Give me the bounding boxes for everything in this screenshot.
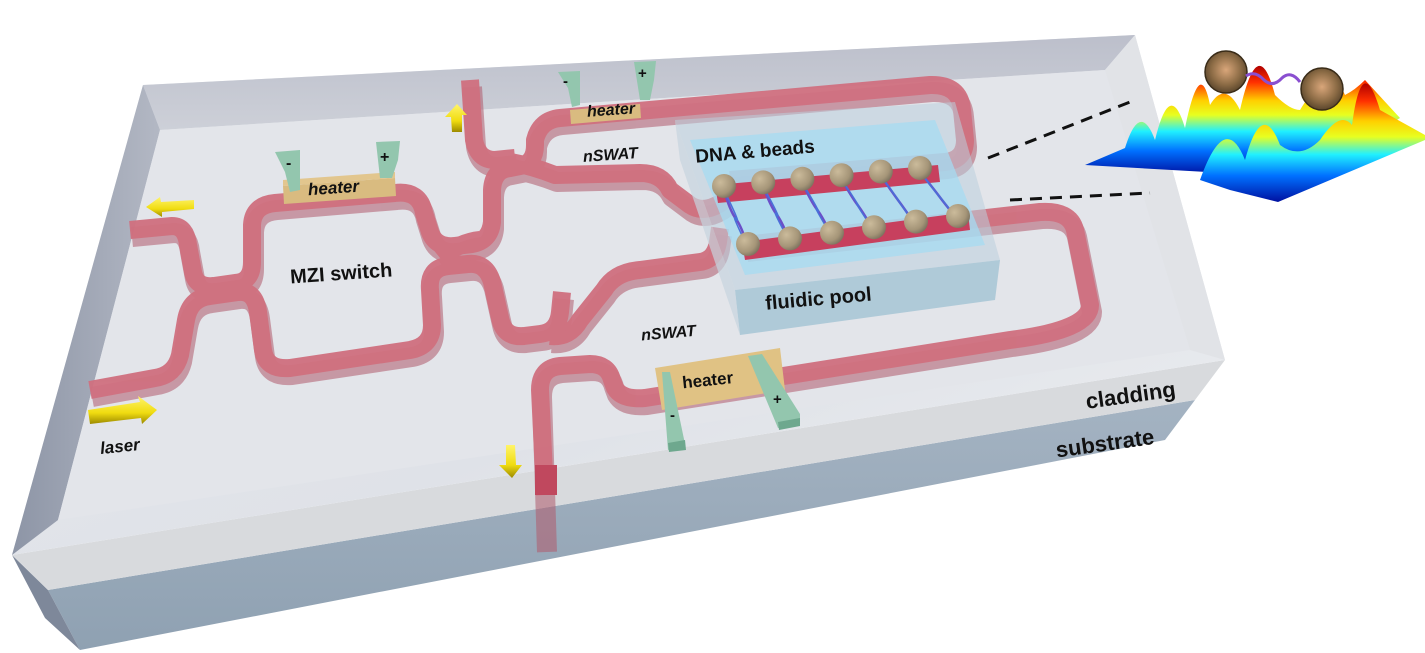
arrow-output-left [146, 197, 194, 217]
electrode-plus-bottom [748, 354, 800, 428]
trapped-bead-right [1300, 67, 1344, 111]
dna-strand-plot [1245, 72, 1302, 85]
dna-strand-complement [723, 189, 749, 249]
dna-strand-complement [840, 178, 875, 232]
dna-bead-array [712, 156, 970, 256]
arrow-output-up [445, 104, 467, 132]
waveguide-facet-down [535, 465, 557, 495]
heater-top: heater - + [558, 61, 656, 124]
bead-top [868, 159, 893, 184]
input-waveguide [88, 254, 571, 399]
cladding-left-wall [12, 85, 160, 555]
electrode-minus-left [275, 150, 300, 192]
electrode-plus-sign: + [380, 149, 389, 166]
dna-strand-complement [801, 182, 833, 238]
waveguide-network [88, 76, 1102, 553]
heater-bottom: heater - + [655, 348, 800, 452]
arrow-output-down [499, 445, 522, 478]
arrow-up-icon [445, 104, 467, 132]
arrow-down-icon [499, 445, 522, 478]
optical-field-plot [1085, 50, 1425, 202]
bead-top [790, 166, 815, 191]
arrow-left-icon [146, 197, 194, 217]
bead-top [712, 174, 736, 198]
electrode-plus-left [376, 141, 400, 178]
dna-strand-complement [880, 175, 917, 227]
electrode-plus-sign: + [773, 391, 782, 408]
trapped-bead-left [1204, 50, 1248, 94]
cladding-right-wall [1105, 35, 1225, 360]
bead-bottom [862, 215, 886, 240]
bead-bottom [904, 209, 928, 234]
dna-strand-complement [919, 171, 959, 221]
chip-left-face [12, 555, 80, 650]
arrow-laser-in [88, 396, 157, 424]
nswat-bottom-label: nSWAT [641, 323, 698, 345]
bead-top [751, 170, 776, 195]
heater-left-label: heater [307, 177, 361, 200]
bead-top [829, 163, 854, 188]
electrode-minus-bottom [662, 372, 685, 450]
dna-strand-complement [762, 186, 791, 243]
electrode-plus-top [634, 61, 656, 100]
electrode-minus-sign: - [670, 407, 675, 424]
arrow-right-icon [88, 396, 157, 424]
cladding-layer [12, 360, 1225, 590]
zoom-callout-lines [987, 100, 1151, 202]
laser-label: laser [99, 435, 142, 458]
field-surface-front [1200, 83, 1425, 202]
heater-left: heater - + [275, 141, 400, 204]
electrode-minus-sign: - [286, 155, 291, 172]
bead-top [908, 156, 932, 180]
electrode-plus-sign: + [638, 65, 647, 82]
electrode-minus-top [558, 71, 580, 107]
heater-top-label: heater [587, 100, 637, 120]
substrate-layer [48, 400, 1195, 650]
bead-bottom [778, 226, 802, 251]
output-port-down [531, 202, 1099, 496]
bead-bottom [820, 220, 844, 245]
bead-bottom [946, 204, 970, 228]
nswat-top-label: nSWAT [583, 145, 640, 166]
output-port-up [461, 79, 516, 169]
electrode-minus-sign: - [563, 73, 568, 90]
bead-bottom [736, 232, 760, 256]
